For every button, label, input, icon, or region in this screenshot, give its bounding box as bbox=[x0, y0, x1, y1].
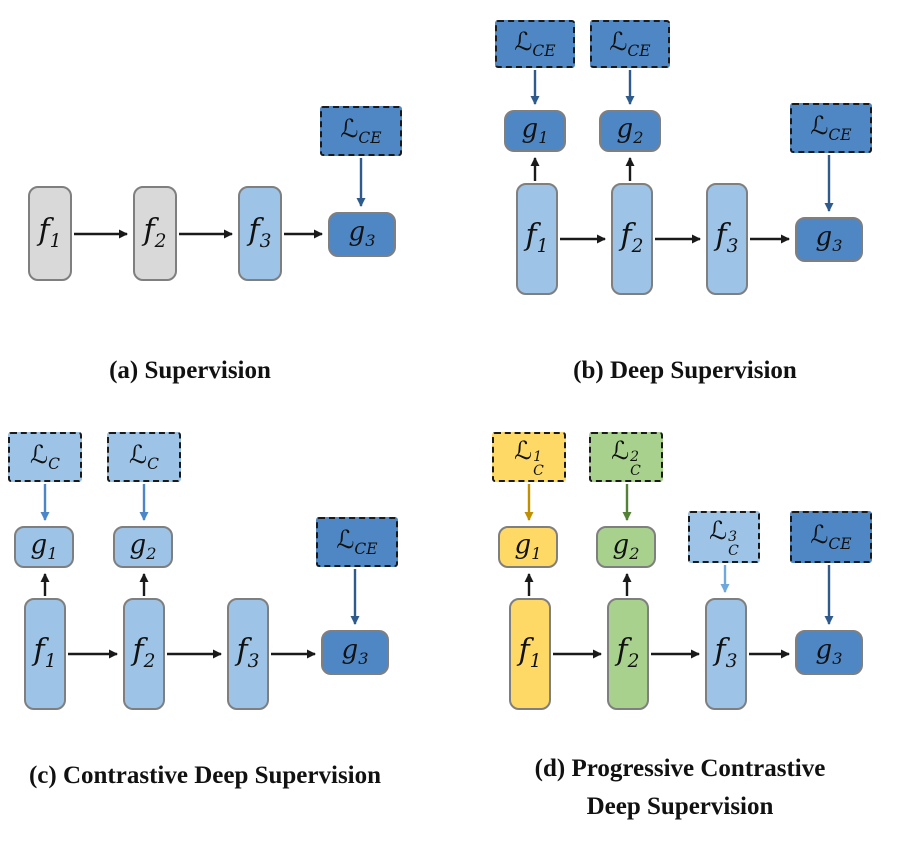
loss-ce-label: ℒCE bbox=[810, 519, 852, 553]
block-f1-label: f1 bbox=[33, 633, 57, 673]
block-g3-panel-a: g3 bbox=[328, 212, 396, 257]
caption-panel-c: (c) Contrastive Deep Supervision bbox=[28, 762, 382, 789]
block-f2-panel-b: f2 bbox=[611, 183, 653, 295]
caption-panel-b: (b) Deep Supervision bbox=[573, 357, 797, 384]
block-f1-label: f1 bbox=[525, 218, 549, 258]
loss-ce-panel-c: ℒCE bbox=[316, 517, 398, 567]
loss-c1-label: ℒC bbox=[30, 439, 60, 473]
block-g2-panel-d: g2 bbox=[596, 526, 656, 568]
block-f2-label: f2 bbox=[132, 633, 156, 673]
block-g3-panel-b: g3 bbox=[795, 217, 863, 262]
block-g1-label: g1 bbox=[521, 113, 549, 148]
loss-ce3-panel-b: ℒCE bbox=[790, 103, 872, 153]
loss-ce3-label: ℒCE bbox=[810, 110, 852, 144]
block-f2-label: f2 bbox=[143, 212, 167, 252]
loss-c1-panel-c: ℒC bbox=[8, 432, 82, 482]
loss-c2-panel-c: ℒC bbox=[107, 432, 181, 482]
block-f3-panel-c: f3 bbox=[227, 598, 269, 710]
block-g3-label: g3 bbox=[348, 217, 376, 251]
block-f3-panel-b: f3 bbox=[706, 183, 748, 295]
block-g1-label: g1 bbox=[514, 529, 542, 564]
block-g1-panel-d: g1 bbox=[498, 526, 558, 568]
block-g3-panel-c: g3 bbox=[321, 630, 389, 675]
loss-ce-panel-d: ℒCE bbox=[790, 511, 872, 563]
loss-c2-label: ℒC bbox=[129, 439, 159, 473]
block-f2-panel-c: f2 bbox=[123, 598, 165, 710]
loss-ce2-panel-b: ℒCE bbox=[590, 20, 670, 68]
block-g2-panel-c: g2 bbox=[113, 526, 173, 568]
caption-panel-a: (a) Supervision bbox=[109, 357, 271, 384]
loss-ce1-label: ℒCE bbox=[514, 26, 556, 60]
loss-ce2-label: ℒCE bbox=[609, 26, 651, 60]
block-g3-label: g3 bbox=[341, 635, 369, 669]
block-f3-label: f3 bbox=[248, 212, 272, 252]
block-f2-label: f2 bbox=[620, 218, 644, 258]
block-f3-label: f3 bbox=[714, 633, 738, 673]
block-f1-panel-c: f1 bbox=[24, 598, 66, 710]
block-g1-label: g1 bbox=[30, 529, 58, 564]
block-g2-panel-b: g2 bbox=[599, 110, 661, 152]
block-f1-panel-a: f1 bbox=[28, 186, 72, 281]
block-g2-label: g2 bbox=[616, 113, 644, 148]
block-f1-panel-d: f1 bbox=[509, 598, 551, 710]
block-g2-label: g2 bbox=[129, 529, 157, 564]
loss-ce-label: ℒCE bbox=[336, 524, 378, 558]
block-f2-label: f2 bbox=[616, 633, 640, 673]
block-g1-panel-c: g1 bbox=[14, 526, 74, 568]
block-g3-label: g3 bbox=[815, 222, 843, 256]
loss-ce-label: ℒCE bbox=[340, 113, 382, 147]
block-f3-label: f3 bbox=[236, 633, 260, 673]
block-f2-panel-a: f2 bbox=[133, 186, 177, 281]
block-f3-panel-d: f3 bbox=[705, 598, 747, 710]
loss-ce-panel-a: ℒCE bbox=[320, 106, 402, 156]
block-f3-label: f3 bbox=[715, 218, 739, 258]
loss-ce1-panel-b: ℒCE bbox=[495, 20, 575, 68]
block-f2-panel-d: f2 bbox=[607, 598, 649, 710]
caption-panel-d: (d) Progressive Contrastive Deep Supervi… bbox=[480, 750, 880, 825]
block-f3-panel-a: f3 bbox=[238, 186, 282, 281]
caption-panel-d-line1: (d) Progressive Contrastive bbox=[534, 755, 826, 782]
block-f1-label: f1 bbox=[38, 212, 62, 252]
block-g1-panel-b: g1 bbox=[504, 110, 566, 152]
caption-panel-d-line2: Deep Supervision bbox=[586, 792, 774, 820]
block-f1-panel-b: f1 bbox=[516, 183, 558, 295]
block-f1-label: f1 bbox=[518, 633, 542, 673]
block-g3-panel-d: g3 bbox=[795, 630, 863, 675]
block-g2-label: g2 bbox=[612, 529, 640, 564]
block-g3-label: g3 bbox=[815, 635, 843, 669]
